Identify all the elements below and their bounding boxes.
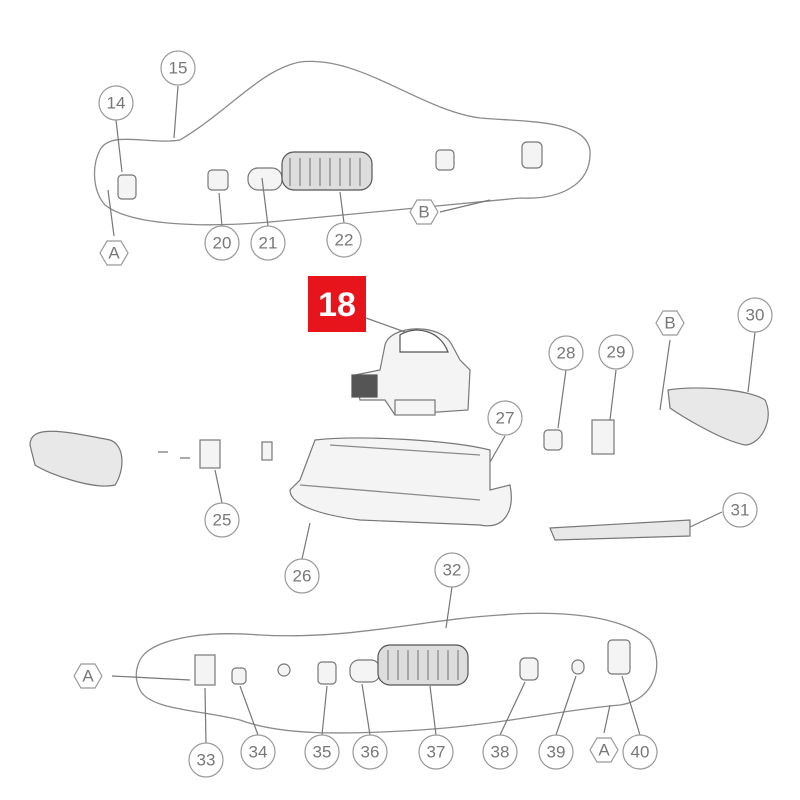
svg-text:35: 35 bbox=[313, 743, 332, 762]
svg-text:20: 20 bbox=[213, 234, 232, 253]
part-29-bracket bbox=[591, 419, 615, 455]
connector-a-bottom: A bbox=[589, 737, 619, 763]
part-end-cap bbox=[521, 141, 543, 169]
svg-text:B: B bbox=[418, 203, 429, 222]
part-20-bushing bbox=[207, 169, 229, 191]
callout-14: 14 bbox=[98, 85, 134, 121]
callout-27: 27 bbox=[487, 400, 523, 436]
callout-37: 37 bbox=[418, 734, 454, 770]
part-14-bearing bbox=[117, 174, 137, 200]
callout-36: 36 bbox=[352, 734, 388, 770]
svg-text:27: 27 bbox=[496, 409, 515, 428]
svg-text:B: B bbox=[664, 314, 675, 333]
svg-text:15: 15 bbox=[169, 59, 188, 78]
part-22-brush bbox=[281, 151, 373, 191]
part-30-track-right bbox=[667, 387, 769, 446]
callout-28: 28 bbox=[548, 335, 584, 371]
part-track-left bbox=[29, 430, 123, 487]
callout-34: 34 bbox=[240, 734, 276, 770]
connector-b-top: B bbox=[409, 199, 439, 225]
callout-33: 33 bbox=[188, 742, 224, 778]
part-25-clip bbox=[158, 439, 273, 469]
svg-text:36: 36 bbox=[361, 743, 380, 762]
svg-text:26: 26 bbox=[293, 567, 312, 586]
connector-b-right: B bbox=[655, 310, 685, 336]
highlighted-callout-18[interactable]: 18 bbox=[308, 276, 366, 332]
callout-39: 39 bbox=[538, 734, 574, 770]
side-panel-bottom bbox=[135, 612, 658, 734]
callout-22: 22 bbox=[326, 222, 362, 258]
svg-text:38: 38 bbox=[491, 743, 510, 762]
callout-26: 26 bbox=[284, 558, 320, 594]
part-gear bbox=[435, 149, 455, 171]
part-26-chassis bbox=[289, 437, 512, 527]
svg-text:37: 37 bbox=[427, 743, 446, 762]
svg-text:30: 30 bbox=[746, 306, 765, 325]
svg-text:A: A bbox=[82, 667, 94, 686]
svg-text:28: 28 bbox=[557, 344, 576, 363]
svg-text:39: 39 bbox=[547, 743, 566, 762]
callout-38: 38 bbox=[482, 734, 518, 770]
part-28-bracket bbox=[543, 429, 563, 451]
svg-text:34: 34 bbox=[249, 743, 268, 762]
svg-text:25: 25 bbox=[213, 511, 232, 530]
callout-32: 32 bbox=[434, 552, 470, 588]
callout-25: 25 bbox=[204, 502, 240, 538]
svg-text:32: 32 bbox=[443, 561, 462, 580]
svg-text:18: 18 bbox=[318, 286, 356, 324]
callout-15: 15 bbox=[160, 50, 196, 86]
svg-text:A: A bbox=[108, 244, 120, 263]
part-31-rail bbox=[549, 519, 691, 541]
part-21-tube bbox=[247, 167, 283, 191]
connector-a-left: A bbox=[73, 663, 103, 689]
side-panel-top bbox=[93, 60, 591, 237]
callout-35: 35 bbox=[304, 734, 340, 770]
callout-40: 40 bbox=[622, 734, 658, 770]
part-18-motor-unit[interactable] bbox=[351, 328, 471, 416]
callout-31: 31 bbox=[722, 492, 758, 528]
svg-text:A: A bbox=[598, 741, 610, 760]
svg-text:40: 40 bbox=[631, 743, 650, 762]
svg-text:22: 22 bbox=[335, 231, 354, 250]
callout-20: 20 bbox=[204, 225, 240, 261]
svg-text:14: 14 bbox=[107, 94, 126, 113]
callout-29: 29 bbox=[598, 334, 634, 370]
connector-a-top: A bbox=[99, 240, 129, 266]
svg-text:21: 21 bbox=[259, 234, 278, 253]
svg-text:33: 33 bbox=[197, 751, 216, 770]
callout-21: 21 bbox=[250, 225, 286, 261]
svg-text:31: 31 bbox=[731, 501, 750, 520]
svg-text:29: 29 bbox=[607, 343, 626, 362]
callout-30: 30 bbox=[737, 297, 773, 333]
